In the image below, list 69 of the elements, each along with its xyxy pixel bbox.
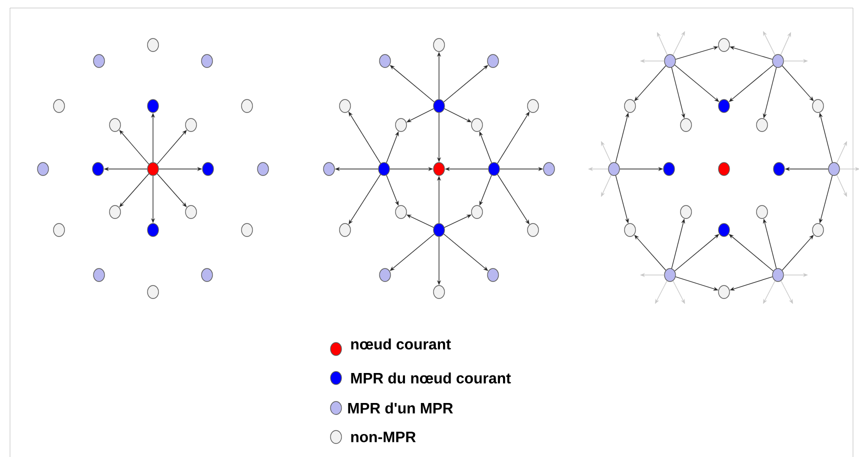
node-circle <box>527 223 539 237</box>
node-circle <box>812 99 824 113</box>
node-circle <box>202 162 214 176</box>
legend-label: non-MPR <box>351 432 416 442</box>
node-circle <box>680 118 692 132</box>
node-circle <box>323 162 335 176</box>
node-circle <box>624 223 636 237</box>
node-circle <box>718 223 730 237</box>
node-circle <box>718 99 730 113</box>
node-circle <box>772 54 784 68</box>
legend-label: nœud courant <box>351 338 451 350</box>
node-circle <box>718 162 730 176</box>
node-circle <box>624 99 636 113</box>
arrow <box>497 174 530 224</box>
node-circle <box>718 285 730 299</box>
node-circle <box>527 99 539 113</box>
node-circle <box>433 223 445 237</box>
node-circle <box>109 118 121 132</box>
node-circle <box>339 223 351 237</box>
node-circle <box>773 162 785 176</box>
node-circle <box>471 205 483 219</box>
node-circle <box>680 205 692 219</box>
node-circle <box>147 38 159 52</box>
node-circle <box>664 268 676 282</box>
node-circle <box>241 223 253 237</box>
node-circle <box>185 118 197 132</box>
node-circle <box>109 205 121 219</box>
node-circle <box>201 54 213 68</box>
node-circle <box>147 285 159 299</box>
node-circle <box>663 162 675 176</box>
node-circle <box>147 223 159 237</box>
node-circle <box>395 205 407 219</box>
node-circle <box>257 162 269 176</box>
node-circle <box>379 54 391 68</box>
node-circle <box>488 162 500 176</box>
node-circle <box>395 118 407 132</box>
node-circle <box>53 99 65 113</box>
node-circle <box>93 54 105 68</box>
node-circle <box>543 162 555 176</box>
node-circle <box>378 162 390 176</box>
node-circle <box>147 162 159 176</box>
node-circle <box>185 205 197 219</box>
node-circle <box>471 118 483 132</box>
node-circle <box>37 162 49 176</box>
arrow <box>348 174 381 224</box>
node-circle <box>433 285 445 299</box>
node-circle <box>433 99 445 113</box>
legend-label: MPR d'un MPR <box>348 402 453 414</box>
node-circle <box>92 162 104 176</box>
node-circle <box>433 162 445 176</box>
node-circle <box>772 268 784 282</box>
node-circle <box>828 162 840 176</box>
node-circle <box>147 99 159 113</box>
node-circle <box>53 223 65 237</box>
node-circle <box>433 38 445 52</box>
node-circle <box>241 99 253 113</box>
legend-label: MPR du nœud courant <box>351 372 511 384</box>
node-circle <box>608 162 620 176</box>
node-circle <box>487 268 499 282</box>
node-circle <box>201 268 213 282</box>
node-circle <box>756 205 768 219</box>
node-circle <box>339 99 351 113</box>
node-circle <box>93 268 105 282</box>
node-circle <box>664 54 676 68</box>
node-circle <box>812 223 824 237</box>
node-circle <box>379 268 391 282</box>
node-circle <box>756 118 768 132</box>
node-circle <box>718 38 730 52</box>
node-circle <box>487 54 499 68</box>
